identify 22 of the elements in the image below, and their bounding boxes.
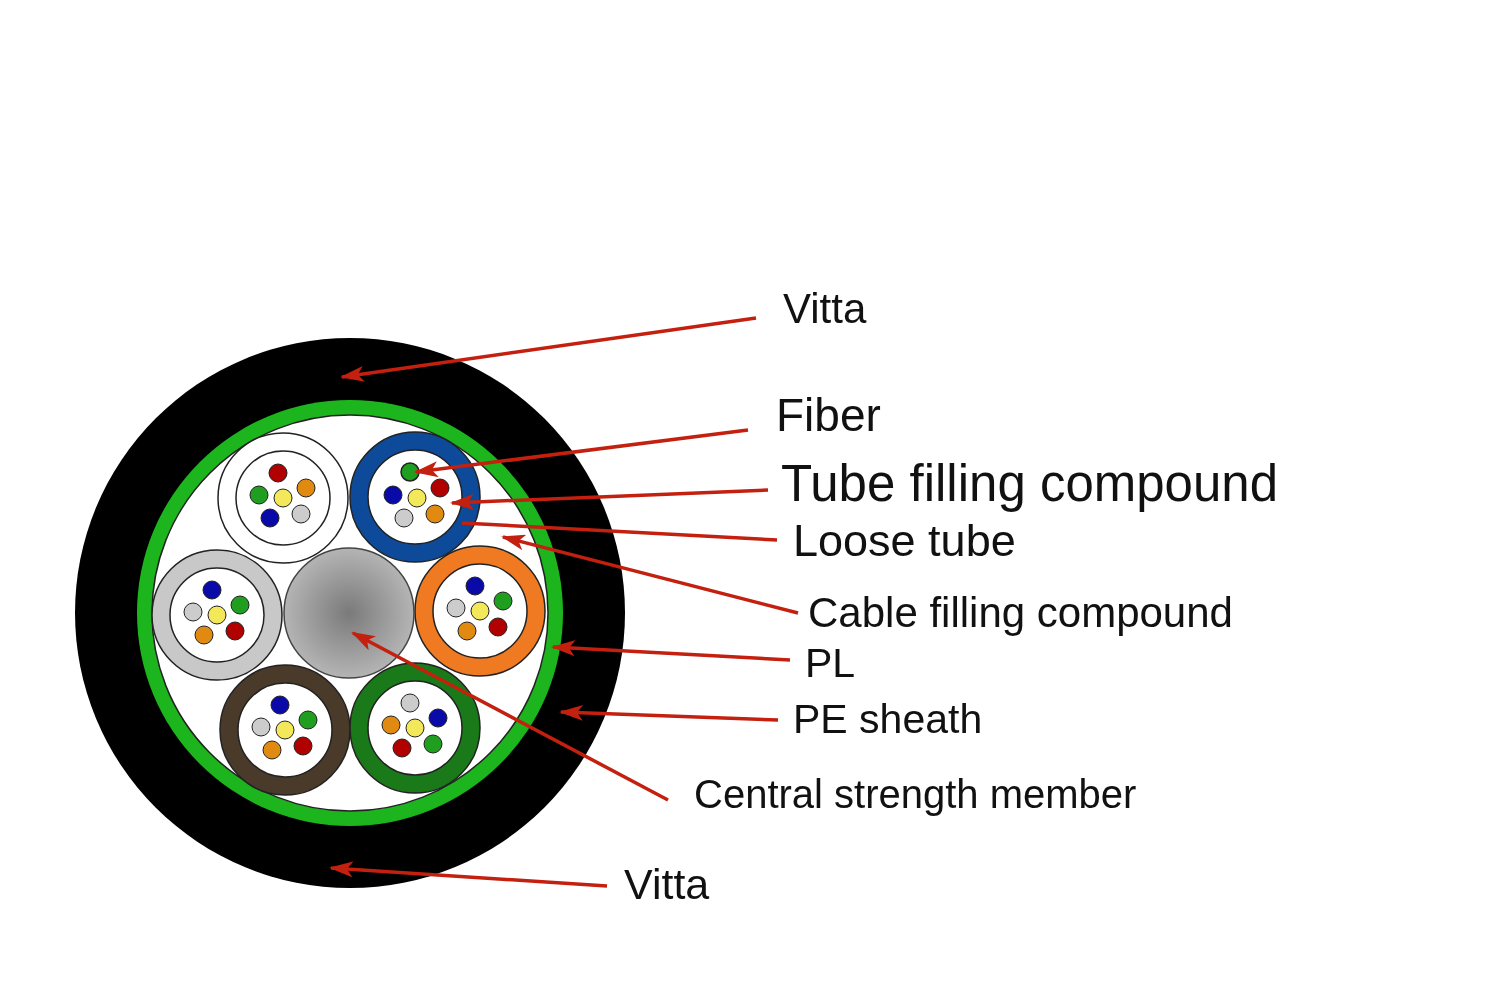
fiber — [400, 462, 420, 482]
leader-line — [351, 631, 669, 802]
leader-line — [450, 488, 769, 511]
leader-line — [340, 316, 757, 382]
part-label: Central strength member — [694, 774, 1137, 814]
part-label: PL — [805, 643, 856, 684]
leader-line — [414, 428, 749, 478]
part-label: Fiber — [776, 392, 881, 438]
leader-line — [559, 704, 779, 722]
leader-line — [329, 861, 608, 888]
part-label: Loose tube — [793, 518, 1016, 563]
tube-filling-area — [367, 449, 463, 545]
part-label: PE sheath — [793, 699, 983, 740]
outer-sheath-ring — [75, 338, 625, 888]
part-label: Vitta — [624, 863, 710, 906]
part-label: Vitta — [783, 288, 867, 330]
part-label: Cable filling compound — [808, 592, 1233, 634]
central-strength-member — [283, 547, 415, 679]
loose-tube — [349, 431, 481, 563]
leader-line — [551, 640, 791, 662]
leader-line — [461, 521, 778, 542]
leader-line — [501, 534, 799, 615]
